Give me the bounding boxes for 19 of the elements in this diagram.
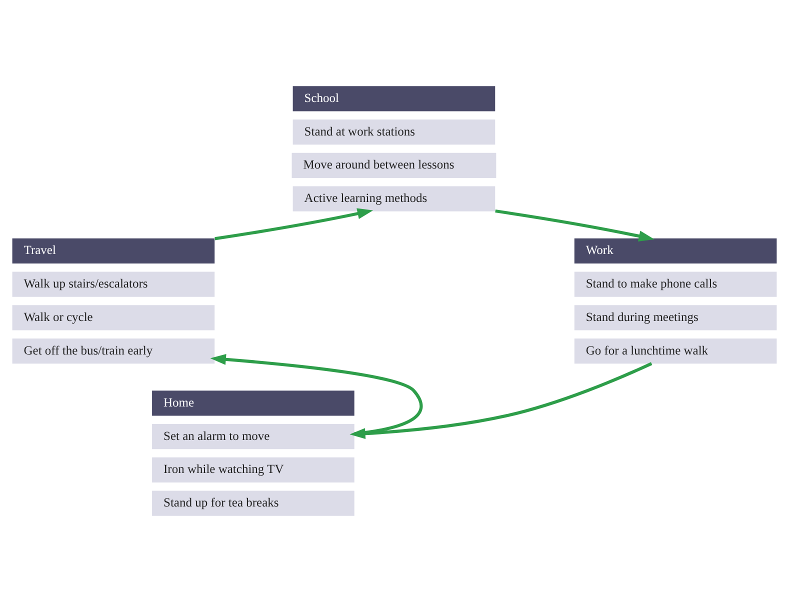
node-box: Home bbox=[152, 390, 354, 416]
arrow bbox=[495, 208, 654, 241]
arrow bbox=[210, 353, 423, 435]
node-box: Stand during meetings bbox=[574, 304, 777, 330]
node-box: School bbox=[292, 86, 496, 111]
node-box: Work bbox=[574, 238, 777, 263]
node-box: Go for a lunchtime walk bbox=[574, 338, 777, 364]
node-box: Get off the bus/train early bbox=[12, 338, 215, 364]
node-box: Move around between lessons bbox=[292, 152, 496, 178]
node-box: Set an alarm to move bbox=[152, 424, 354, 449]
node-box: Active learning methods bbox=[292, 186, 496, 211]
arrow bbox=[214, 208, 374, 240]
node-box: Stand to make phone calls bbox=[574, 271, 777, 296]
node-box: Walk or cycle bbox=[12, 304, 215, 330]
node-box: Stand up for tea breaks bbox=[152, 490, 354, 516]
node-box: Walk up stairs/escalators bbox=[12, 271, 215, 296]
node-box: Travel bbox=[12, 238, 215, 263]
node-box: Iron while watching TV bbox=[152, 456, 354, 482]
node-box: Stand at work stations bbox=[292, 119, 496, 144]
